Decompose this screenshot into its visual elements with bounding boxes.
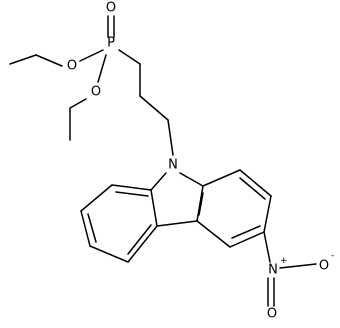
bond-o1-p xyxy=(79,49,104,62)
bond-left-ring-1-inner xyxy=(115,191,149,197)
bond-c9a-c4b xyxy=(150,189,158,227)
bond-right-ring-1 xyxy=(202,169,241,187)
atom-nitro-oxygen-right: O xyxy=(319,259,329,274)
nitro-nitrogen-charge: + xyxy=(280,256,288,266)
bond-c3-n xyxy=(167,119,174,156)
bond-left-ring-5-inner xyxy=(127,224,152,255)
bond-left-ring-3-inner xyxy=(87,213,97,243)
atom-ester-oxygen-1: O xyxy=(67,59,77,74)
atom-nitro-oxygen-top: O xyxy=(267,307,277,322)
bond-right-ring-2 xyxy=(239,169,272,197)
bond-c8a-c4a xyxy=(196,185,204,222)
bond-ethyl1-c-c xyxy=(9,54,37,65)
bond-right-ring-2-inner xyxy=(239,177,266,200)
bond-left-ring-5 xyxy=(127,225,158,263)
atom-ester-oxygen-2: O xyxy=(91,85,101,100)
atom-carbazole-nitrogen: N xyxy=(168,158,178,173)
atom-nitro-nitrogen: N xyxy=(268,263,278,278)
bond-ring-nitro xyxy=(263,231,271,263)
nitro-oxygen-right-charge: - xyxy=(331,251,334,261)
bond-left-ring-2 xyxy=(80,184,113,212)
atom-phosphorus: P xyxy=(107,36,115,51)
atom-phosphoryl-oxygen: O xyxy=(106,1,116,16)
bond-right-ring-5 xyxy=(196,220,231,248)
bond-right-ring-3 xyxy=(263,195,272,233)
bond-left-ring-1 xyxy=(111,184,152,191)
bond-n-c9a xyxy=(150,172,167,191)
bond-c2-c3 xyxy=(139,95,169,121)
bond-o2-c xyxy=(69,98,87,109)
bond-left-ring-4 xyxy=(89,245,129,263)
bond-right-ring-4-inner xyxy=(231,225,261,239)
bond-nitro-o-right xyxy=(279,263,317,269)
bond-n-c8a xyxy=(179,172,204,187)
bond-p-c1 xyxy=(118,49,141,65)
bond-c4b-c4a xyxy=(156,220,198,227)
bond-right-ring-6-inner xyxy=(198,192,204,216)
bond-left-ring-3 xyxy=(80,210,91,247)
bond-ethyl1-c-o xyxy=(35,54,63,67)
bond-right-ring-4 xyxy=(229,231,265,248)
bond-p-o2 xyxy=(97,54,107,83)
